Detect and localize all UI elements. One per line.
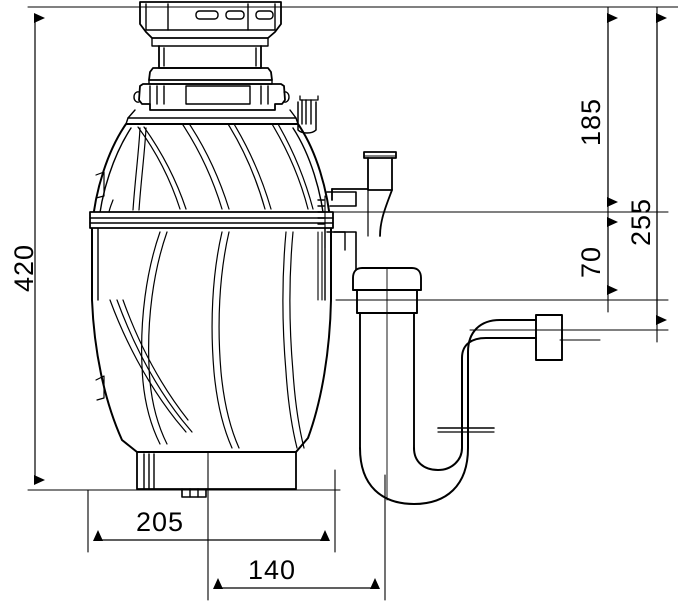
- dimension-label-140: 140: [248, 555, 296, 585]
- dimension-label-70: 70: [576, 246, 606, 278]
- trap-outlet-elbow: [437, 319, 537, 433]
- extension-lines: [27, 6, 678, 601]
- trap-inlet-stub: [363, 151, 397, 191]
- discharge-port: [317, 191, 357, 251]
- trap-outlet-socket: [535, 314, 563, 361]
- base-housing: [136, 451, 297, 498]
- motor-mount-collar: [139, 1, 282, 47]
- trap-vertical-pipe: [359, 267, 415, 501]
- dimension-label-205: 205: [136, 507, 184, 537]
- neck-adaptor: [158, 45, 262, 69]
- clamp-ring: [125, 83, 299, 125]
- mid-band: [89, 211, 334, 229]
- dimension-label-420: 420: [9, 244, 39, 292]
- upper-flange: [148, 67, 273, 85]
- p-trap-bend: [359, 431, 469, 505]
- grind-chamber: [89, 123, 334, 453]
- dimension-label-255: 255: [626, 198, 656, 246]
- dimension-label-185: 185: [576, 98, 606, 146]
- trap-tapered-head: [331, 188, 393, 271]
- side-switch-boss: [297, 95, 319, 134]
